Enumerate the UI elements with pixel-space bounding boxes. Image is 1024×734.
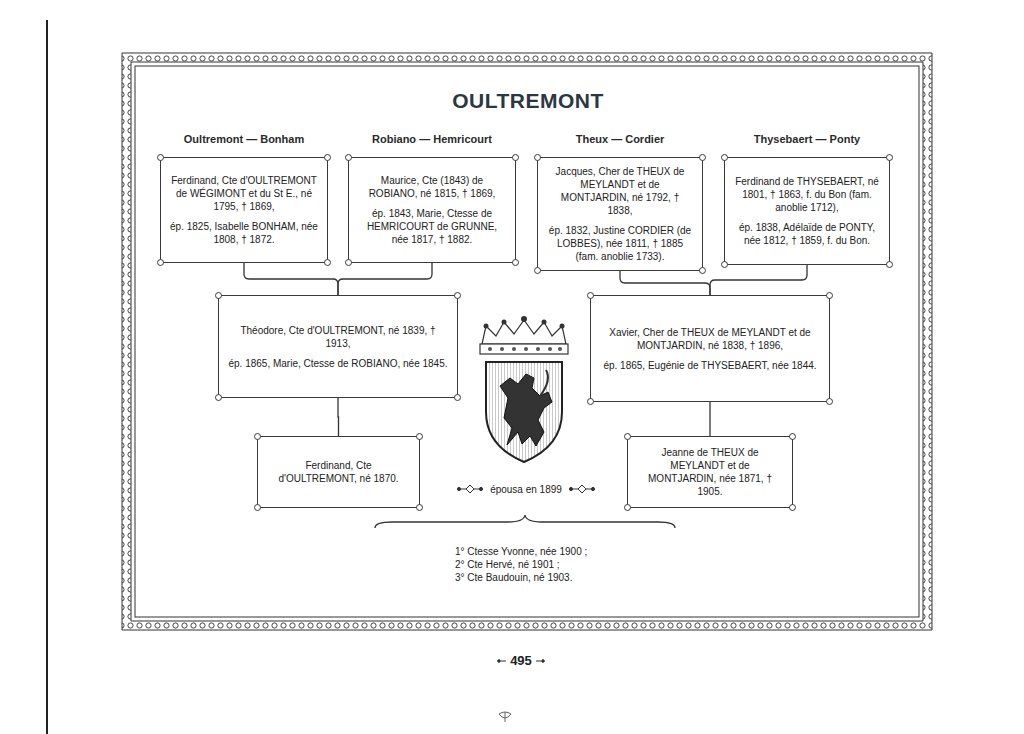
marriage-note: épousa en 1899 xyxy=(470,483,582,496)
family-heading: Oultremont — Bonham xyxy=(141,133,347,145)
person-text: ép. 1832, Justine CORDIER (de LOBBES), n… xyxy=(547,224,693,263)
corner-ornament xyxy=(215,292,222,299)
corner-ornament xyxy=(587,292,594,299)
person-box: Thysebaert — PontyFerdinand de THYSEBAER… xyxy=(724,157,890,265)
person-box: Robiano — HemricourtMaurice, Cte (1843) … xyxy=(348,157,516,263)
corner-ornament xyxy=(324,259,331,266)
person-text: Jacques, Cher de THEUX de MEYLANDT et de… xyxy=(547,165,693,217)
person-box: Xavier, Cher de THEUX de MEYLANDT et de … xyxy=(590,295,830,402)
corner-ornament xyxy=(721,154,728,161)
person-text: Théodore, Cte d'OULTREMONT, né 1839, † 1… xyxy=(228,324,448,350)
person-text: Maurice, Cte (1843) de ROBIANO, né 1815,… xyxy=(358,174,506,200)
corner-ornament xyxy=(886,261,893,268)
person-box: Oultremont — BonhamFerdinand, Cte d'OULT… xyxy=(160,157,328,263)
descent-connector xyxy=(710,265,807,295)
person-text: Ferdinand, Cte d'OULTREMONT, né 1870. xyxy=(267,459,410,485)
corner-ornament xyxy=(345,259,352,266)
corner-ornament xyxy=(789,504,796,511)
descent-connector xyxy=(709,402,710,436)
corner-ornament xyxy=(721,261,728,268)
person-box: Theux — CordierJacques, Cher de THEUX de… xyxy=(537,157,703,271)
corner-ornament xyxy=(454,292,461,299)
corner-ornament xyxy=(157,259,164,266)
corner-ornament xyxy=(826,398,833,405)
corner-ornament xyxy=(454,394,461,401)
corner-ornament xyxy=(534,267,541,274)
corner-ornament xyxy=(324,154,331,161)
page-number: 495 xyxy=(501,654,541,667)
person-text: ép. 1825, Isabelle BONHAM, née 1808, † 1… xyxy=(170,220,318,246)
person-box: Théodore, Cte d'OULTREMONT, né 1839, † 1… xyxy=(218,295,458,398)
descent-connector xyxy=(620,271,710,295)
family-heading: Robiano — Hemricourt xyxy=(329,133,535,145)
children-brace xyxy=(375,515,675,528)
corner-ornament xyxy=(254,504,261,511)
corner-ornament xyxy=(254,433,261,440)
person-text: ép. 1838, Adélaïde de PONTY, née 1812, †… xyxy=(734,221,880,247)
descent-connector xyxy=(244,263,338,295)
person-box: Jeanne de THEUX de MEYLANDT et de MONTJA… xyxy=(627,436,793,508)
person-text: Ferdinand, Cte d'OULTREMONT de WÉGIMONT … xyxy=(170,174,318,213)
corner-ornament xyxy=(512,259,519,266)
corner-ornament xyxy=(886,154,893,161)
child-entry: 3° Cte Baudouin, né 1903. xyxy=(455,571,675,584)
person-box: Ferdinand, Cte d'OULTREMONT, né 1870. xyxy=(257,436,420,508)
coat-of-arms xyxy=(480,316,568,462)
person-text: ép. 1865, Eugénie de THYSEBAERT, née 184… xyxy=(600,359,820,372)
person-text: Ferdinand de THYSEBAERT, né 1801, † 1863… xyxy=(734,175,880,214)
person-text: ép. 1865, Marie, Ctesse de ROBIANO, née … xyxy=(228,357,448,370)
person-text: Xavier, Cher de THEUX de MEYLANDT et de … xyxy=(600,326,820,352)
corner-ornament xyxy=(826,292,833,299)
corner-ornament xyxy=(699,154,706,161)
corner-ornament xyxy=(416,433,423,440)
corner-ornament xyxy=(699,267,706,274)
corner-ornament xyxy=(587,398,594,405)
ornamental-border xyxy=(122,53,932,630)
corner-ornament xyxy=(534,154,541,161)
corner-ornament xyxy=(215,394,222,401)
descent-connector xyxy=(338,263,432,295)
descent-connector xyxy=(337,398,339,436)
corner-ornament xyxy=(345,154,352,161)
person-text: ép. 1843, Marie, Ctesse de HEMRICOURT de… xyxy=(358,207,506,246)
corner-ornament xyxy=(789,433,796,440)
tail-ornament xyxy=(499,712,511,722)
corner-ornament xyxy=(512,154,519,161)
scan-edge xyxy=(46,20,48,734)
child-entry: 2° Cte Hervé, né 1901 ; xyxy=(455,558,675,571)
corner-ornament xyxy=(624,433,631,440)
family-heading: Theux — Cordier xyxy=(518,133,722,145)
child-entry: 1° Ctesse Yvonne, née 1900 ; xyxy=(455,545,675,558)
corner-ornament xyxy=(416,504,423,511)
inner-frame xyxy=(135,66,919,617)
corner-ornament xyxy=(157,154,164,161)
person-text: Jeanne de THEUX de MEYLANDT et de MONTJA… xyxy=(637,446,783,498)
corner-ornament xyxy=(624,504,631,511)
family-heading: Thysebaert — Ponty xyxy=(705,133,909,145)
diagram-title: OULTREMONT xyxy=(378,89,678,113)
